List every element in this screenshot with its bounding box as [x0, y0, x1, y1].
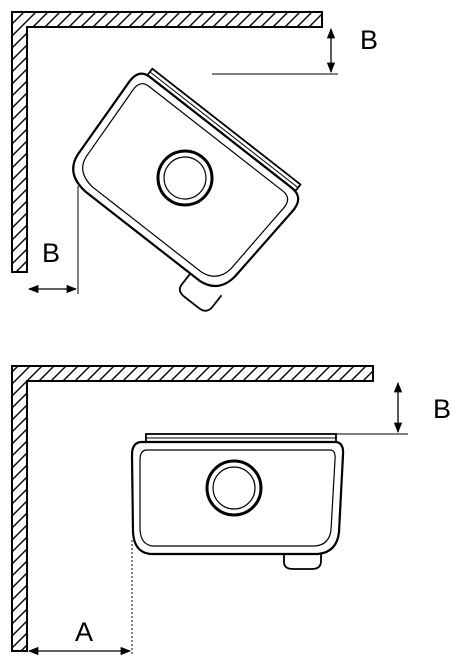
dim-label-b-side-top: B	[42, 238, 60, 268]
dim-label-a-side-bottom: A	[75, 617, 93, 647]
stove-parallel	[130, 433, 345, 570]
corner-wall-top	[11, 11, 323, 273]
dim-label-b-vertical-bottom: B	[433, 394, 451, 424]
flue-collar-bottom	[205, 459, 263, 517]
bottom-view: B A	[11, 365, 451, 656]
corner-wall-bottom	[11, 365, 374, 652]
dim-label-b-vertical-top: B	[360, 25, 378, 55]
flue-collar-top	[156, 149, 214, 207]
stove-angled	[72, 67, 302, 312]
top-view: B B	[11, 11, 378, 312]
